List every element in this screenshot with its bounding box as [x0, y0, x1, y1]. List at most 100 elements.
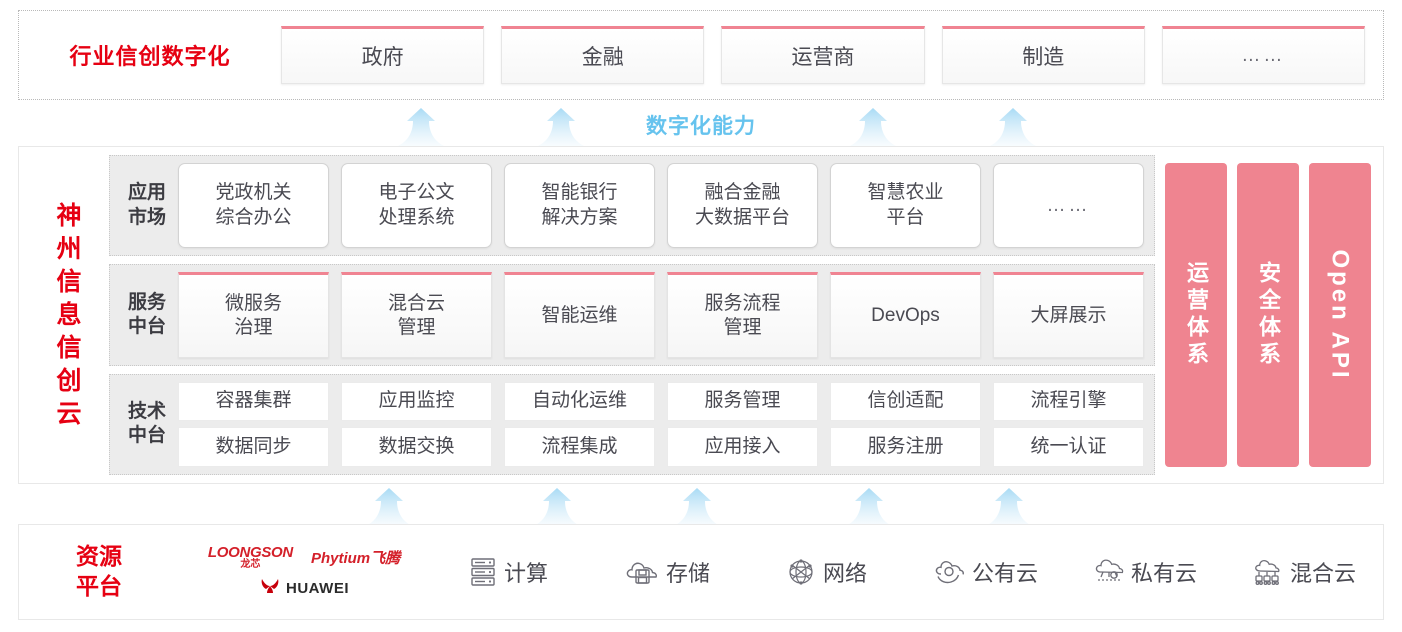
cloud-cell-1-5[interactable]: 智慧农业平台	[830, 163, 981, 249]
cloud-title-char: 信	[56, 267, 82, 296]
cell-label: 服务流程管理	[704, 292, 781, 338]
resource-item-label: 混合云	[1289, 561, 1356, 586]
cloud-cell-3-1-6[interactable]: 流程引擎	[993, 381, 1144, 422]
cell-label: 服务管理	[704, 390, 781, 412]
resource-item-label: 公有云	[971, 561, 1038, 586]
up-arrow-icon	[534, 488, 580, 526]
resource-item-label: 存储	[665, 561, 710, 586]
pillar-2[interactable]: 安全体系	[1237, 163, 1299, 467]
up-arrow-icon	[990, 108, 1036, 146]
cloud-cell-2-6[interactable]: 大屏展示	[993, 272, 1144, 358]
cloud-layer-list: 应用市场 党政机关综合办公 电子公文处理系统智能银行解决方案融合金融大数据平台智慧农…	[109, 155, 1155, 475]
private-cloud-icon	[1092, 558, 1124, 586]
cloud-cell-2-5[interactable]: DevOps	[830, 272, 981, 358]
industry-band-title: 行业信创数字化	[69, 44, 231, 69]
industry-box-5[interactable]: ……	[1161, 26, 1366, 84]
cell-label: 智能运维	[541, 304, 618, 326]
cloud-cell-3-2-6[interactable]: 统一认证	[993, 427, 1144, 467]
resource-panel-title: 资源平台	[19, 542, 179, 602]
industry-box-3[interactable]: 运营商	[721, 26, 925, 84]
cell-label: 党政机关综合办公	[215, 182, 292, 228]
cloud-cell-1-1[interactable]: 党政机关综合办公	[178, 163, 329, 249]
up-arrow-icon	[986, 488, 1032, 526]
cloud-cell-3-2-2[interactable]: 数据交换	[341, 427, 492, 467]
pillar-list: 运营体系 安全体系 Open API	[1165, 155, 1371, 475]
cloud-cell-3-2-1[interactable]: 数据同步	[178, 427, 329, 467]
resource-item-计算[interactable]: 计算	[429, 556, 588, 588]
pillar-label: 安全体系	[1256, 261, 1281, 369]
cloud-layer-1: 应用市场 党政机关综合办公 电子公文处理系统智能银行解决方案融合金融大数据平台智慧农…	[109, 155, 1155, 257]
resource-title-line: 平台	[76, 573, 122, 599]
industry-box-list: 政府 金融 运营商 制造 ……	[281, 26, 1383, 84]
pillar-label: 运营体系	[1184, 261, 1209, 369]
cloud-layer-row-2: 数据同步 数据交换 流程集成 应用接入 服务注册 统一认证	[178, 427, 1144, 467]
cloud-layer-items: 容器集群 应用监控 自动化运维 服务管理 信创适配 流程引擎数据同步 数据交换 流程集成 应用接…	[178, 381, 1144, 467]
industry-box-4[interactable]: 制造	[941, 26, 1145, 84]
cloud-layer-label: 技术中台	[127, 401, 166, 447]
cloud-cell-3-2-5[interactable]: 服务注册	[830, 427, 981, 467]
cloud-cell-3-1-2[interactable]: 应用监控	[341, 381, 492, 422]
loongson-logo-en: LOONGSON	[207, 544, 293, 561]
cloud-panel: 神州信息信创云 应用市场党政机关综合办公电子公文处理系统智能银行解决方案融合金融…	[18, 146, 1384, 484]
resource-item-存储[interactable]: 存储	[588, 556, 747, 588]
pillar-3[interactable]: Open API	[1309, 163, 1371, 467]
cloud-layer-items: 微服务治理 混合云管理 智能运维 服务流程管理 DevOps 大屏展示	[178, 272, 1144, 358]
cloud-cell-3-1-4[interactable]: 服务管理	[667, 381, 818, 422]
cell-label: 流程引擎	[1030, 390, 1107, 412]
phytium-logo: Phytium飞腾	[310, 550, 401, 567]
industry-box-label: ……	[1241, 45, 1286, 66]
cloud-panel-body: 应用市场 党政机关综合办公 电子公文处理系统智能银行解决方案融合金融大数据平台智慧农…	[101, 147, 1383, 483]
cloud-cell-1-2[interactable]: 电子公文处理系统	[341, 163, 492, 249]
industry-box-2[interactable]: 金融	[501, 26, 705, 84]
cloud-cell-3-1-5[interactable]: 信创适配	[830, 381, 981, 422]
resource-item-网络[interactable]: 网络	[747, 556, 906, 588]
network-mesh-icon	[786, 558, 816, 586]
cloud-title-char: 州	[56, 234, 82, 263]
up-arrow-icon	[846, 488, 892, 526]
cell-label: 微服务治理	[224, 292, 282, 338]
up-arrow-icon	[366, 488, 412, 526]
resource-item-私有云[interactable]: 私有云	[1065, 556, 1224, 588]
industry-box-1[interactable]: 政府	[281, 26, 485, 84]
cloud-cell-2-3[interactable]: 智能运维	[504, 272, 655, 358]
cloud-cell-1-6[interactable]: ……	[993, 163, 1144, 249]
cell-label: 应用监控	[378, 390, 455, 412]
loongson-logo-cn: 龙芯	[240, 559, 261, 570]
cell-label: 数据交换	[378, 436, 455, 457]
cloud-cell-2-1[interactable]: 微服务治理	[178, 272, 329, 358]
industry-band: 行业信创数字化 政府 金融 运营商 制造 ……	[18, 10, 1384, 100]
cloud-cell-2-2[interactable]: 混合云管理	[341, 272, 492, 358]
up-arrow-icon	[398, 108, 444, 146]
cloud-cell-1-4[interactable]: 融合金融大数据平台	[667, 163, 818, 249]
cloud-layer-row-1: 容器集群 应用监控 自动化运维 服务管理 信创适配 流程引擎	[178, 381, 1144, 422]
cell-label: ……	[1046, 194, 1091, 216]
server-icon	[469, 557, 497, 587]
cloud-cell-3-2-3[interactable]: 流程集成	[504, 427, 655, 467]
up-arrow-icon	[850, 108, 896, 146]
industry-box-label: 制造	[1022, 46, 1065, 69]
hybrid-cloud-icon	[1251, 558, 1283, 586]
industry-box-label: 运营商	[791, 46, 855, 69]
huawei-logo-text: HUAWEI	[286, 580, 349, 597]
cloud-cell-3-1-1[interactable]: 容器集群	[178, 381, 329, 422]
resource-item-混合云[interactable]: 混合云	[1224, 556, 1383, 588]
cell-label: 容器集群	[215, 390, 292, 412]
cell-label: 大屏展示	[1030, 304, 1107, 326]
cloud-cell-3-1-3[interactable]: 自动化运维	[504, 381, 655, 422]
cloud-cell-3-2-4[interactable]: 应用接入	[667, 427, 818, 467]
pillar-1[interactable]: 运营体系	[1165, 163, 1227, 467]
cloud-storage-icon	[625, 558, 659, 586]
cell-label: DevOps	[871, 304, 940, 326]
industry-box-label: 金融	[581, 46, 624, 69]
cell-label: 流程集成	[541, 436, 618, 457]
resource-item-公有云[interactable]: 公有云	[906, 556, 1065, 588]
cell-label: 统一认证	[1030, 436, 1107, 457]
cell-label: 服务注册	[867, 436, 944, 457]
cloud-cell-2-4[interactable]: 服务流程管理	[667, 272, 818, 358]
cloud-cell-1-3[interactable]: 智能银行解决方案	[504, 163, 655, 249]
cloud-layer-label: 应用市场	[127, 182, 166, 228]
